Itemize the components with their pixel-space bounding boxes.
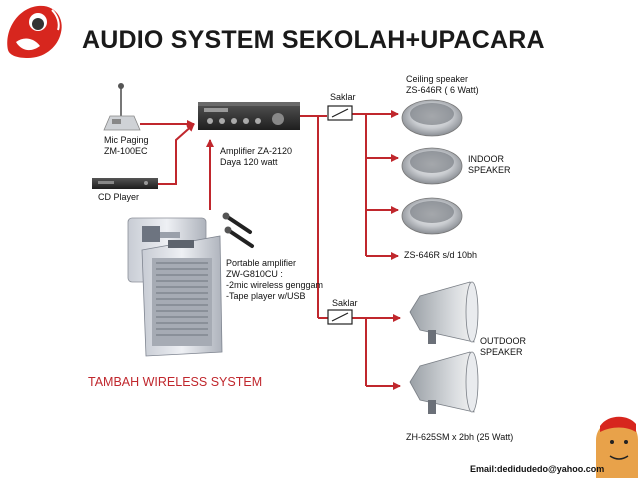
cd-player-icon (92, 178, 158, 189)
portable-amplifier-name: Portable amplifier (226, 258, 297, 268)
portable-amplifier-model: ZW-G810CU : (226, 269, 283, 279)
ceiling-speaker-count-label: ZS-646R s/d 10bh (404, 250, 478, 260)
outdoor-speaker-line1: OUTDOOR (480, 336, 526, 346)
outdoor-speaker-line2: SPEAKER (480, 347, 523, 357)
face-illustration-icon (596, 416, 638, 478)
portable-amplifier-feature-mic: -2mic wireless genggam (226, 280, 324, 290)
amplifier-model: Amplifier ZA-2120 (220, 146, 293, 156)
mic-paging-model: ZM-100EC (104, 146, 148, 156)
tambah-wireless-label: TAMBAH WIRELESS SYSTEM (88, 375, 263, 389)
amplifier-label: Amplifier ZA-2120 Daya 120 watt (220, 146, 292, 168)
amplifier-power: Daya 120 watt (220, 157, 278, 167)
mic-paging-label: Mic Paging ZM-100EC (104, 135, 149, 157)
ceiling-speaker-label: Ceiling speaker ZS-646R ( 6 Watt) (406, 74, 479, 96)
ceiling-speaker-icon (401, 99, 463, 235)
indoor-speaker-line1: INDOOR (468, 154, 504, 164)
saklar-top-label: Saklar (330, 92, 356, 102)
mic-paging-name: Mic Paging (104, 135, 149, 145)
horn-speaker-icon (409, 281, 479, 414)
indoor-speaker-label: INDOOR SPEAKER (468, 154, 511, 176)
ceiling-speaker-name: Ceiling speaker (406, 74, 469, 84)
wireless-microphone-icon (222, 212, 254, 248)
outdoor-speaker-label: OUTDOOR SPEAKER (480, 336, 526, 358)
indoor-speaker-line2: SPEAKER (468, 165, 511, 175)
portable-amplifier-icon (127, 217, 223, 357)
cd-player-label: CD Player (98, 192, 140, 202)
amplifier-icon (198, 102, 300, 130)
portable-amplifier-feature-tape: -Tape player w/USB (226, 291, 306, 301)
page-title: AUDIO SYSTEM SEKOLAH+UPACARA (82, 26, 545, 54)
saklar-bottom-label: Saklar (332, 298, 358, 308)
email-footer: Email:dedidudedo@yahoo.com (470, 464, 605, 474)
logo-emblem-icon (7, 5, 62, 59)
switch-icon (327, 105, 353, 325)
microphone-icon (103, 83, 141, 131)
portable-amplifier-label: Portable amplifier ZW-G810CU : -2mic wir… (226, 258, 323, 302)
horn-speaker-count-label: ZH-625SM x 2bh (25 Watt) (406, 432, 514, 442)
ceiling-speaker-model: ZS-646R ( 6 Watt) (406, 85, 479, 95)
